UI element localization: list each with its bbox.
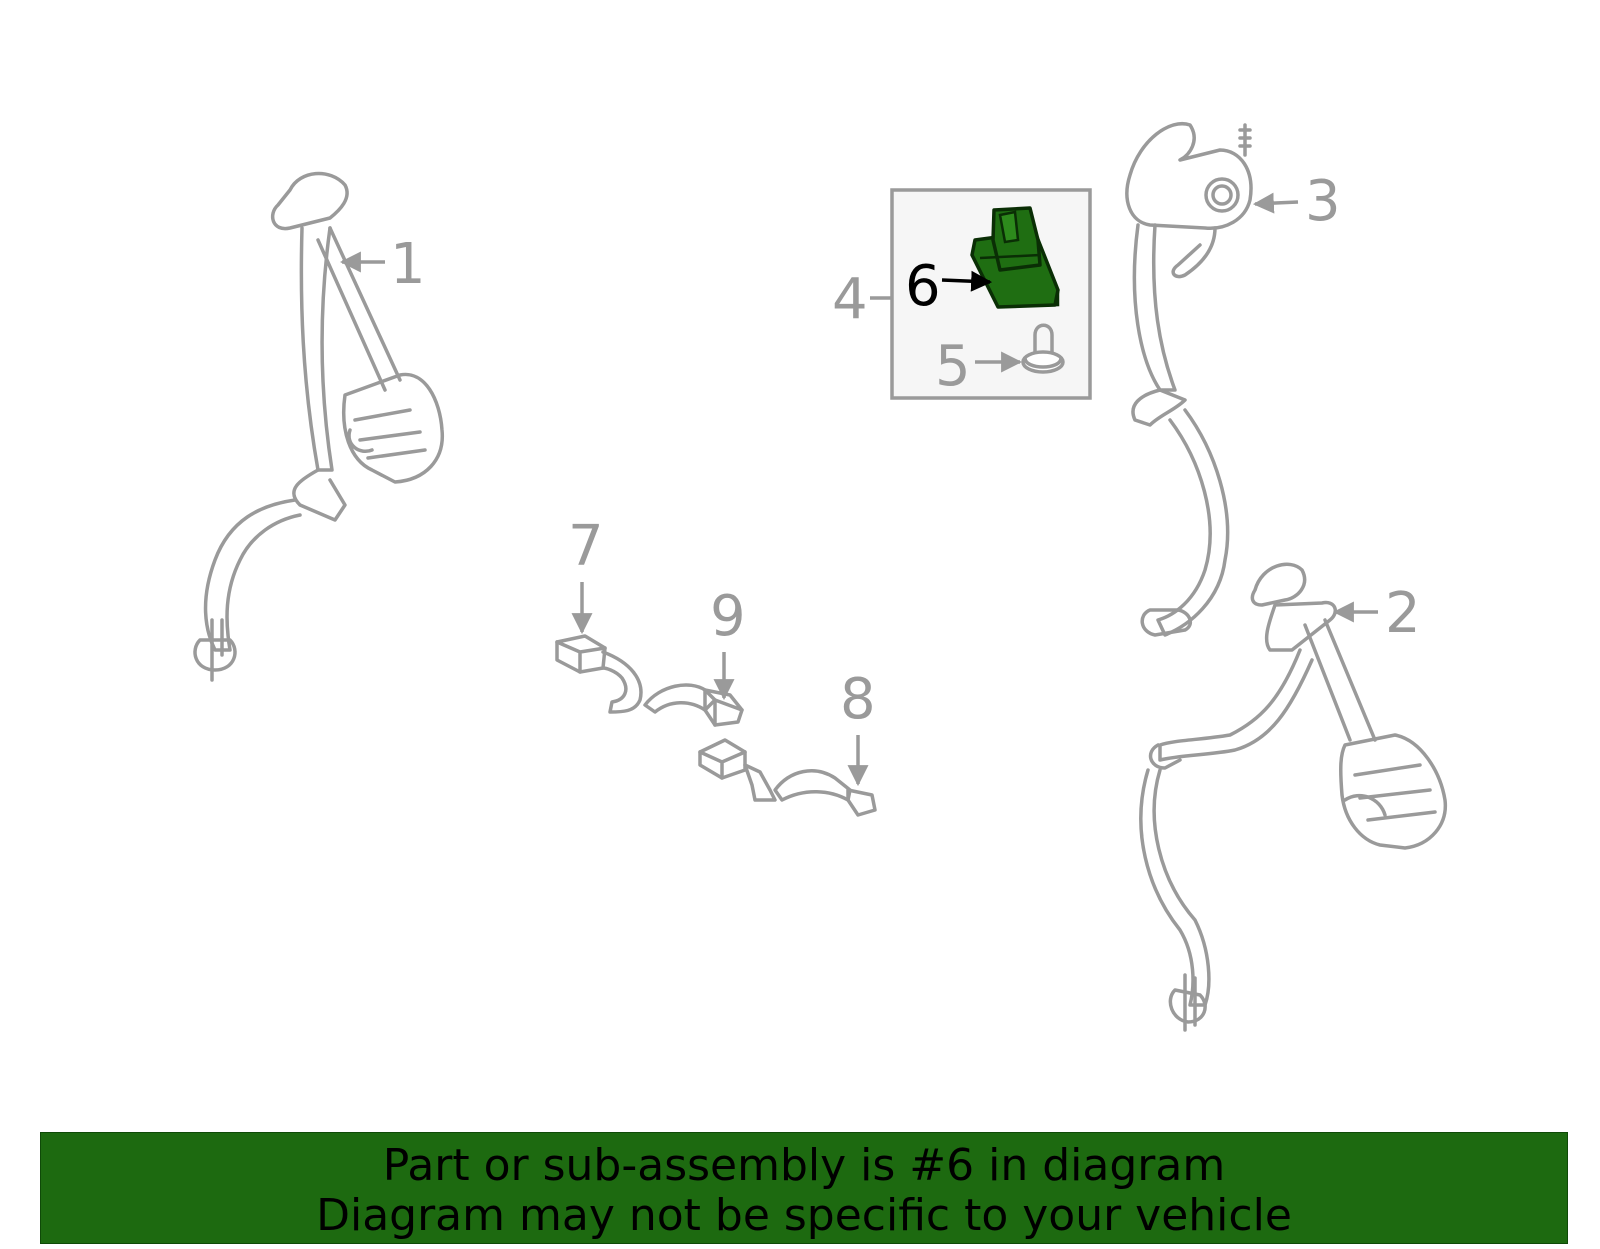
callout-5: 5 bbox=[935, 334, 971, 399]
banner-line-1: Part or sub-assembly is #6 in diagram bbox=[382, 1140, 1226, 1191]
callout-8: 8 bbox=[840, 667, 876, 732]
part-2-seat-belt-assembly[interactable] bbox=[1139, 562, 1447, 1032]
callout-3: 3 bbox=[1305, 169, 1341, 234]
part-6-highlighted[interactable] bbox=[970, 206, 1060, 309]
part-3-seat-belt-assembly[interactable] bbox=[1125, 122, 1253, 637]
callout-1: 1 bbox=[390, 232, 426, 297]
callout-4: 4 bbox=[832, 267, 868, 332]
callout-7: 7 bbox=[568, 514, 604, 579]
part-9-buckle[interactable] bbox=[643, 683, 744, 727]
leader-arrow-6 bbox=[941, 270, 993, 292]
info-banner: Part or sub-assembly is #6 in diagram Di… bbox=[40, 1132, 1568, 1244]
banner-line-2: Diagram may not be specific to your vehi… bbox=[316, 1190, 1292, 1241]
part-5-push-pin-fastener[interactable] bbox=[1021, 323, 1065, 374]
callout-9: 9 bbox=[710, 584, 746, 649]
seat-belt-parts-diagram: 1 3 4 6 5 7 bbox=[193, 122, 1447, 1032]
callout-2: 2 bbox=[1385, 581, 1421, 646]
leader-arrow-3 bbox=[1252, 192, 1299, 214]
callout-6: 6 bbox=[905, 254, 941, 319]
part-7-buckle[interactable] bbox=[555, 634, 643, 714]
part-8-buckle[interactable] bbox=[698, 738, 877, 817]
